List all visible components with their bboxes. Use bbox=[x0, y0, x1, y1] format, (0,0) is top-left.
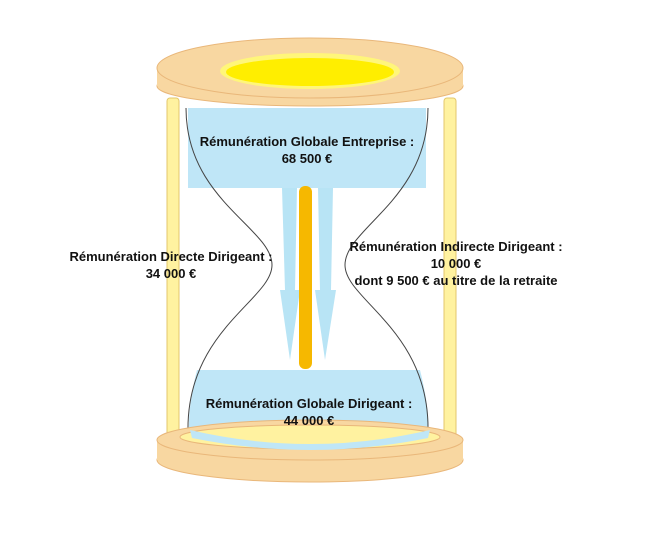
direct-pay-title: Rémunération Directe Dirigeant : bbox=[69, 249, 273, 264]
direct-pay-label: Rémunération Directe Dirigeant : 34 000 … bbox=[55, 248, 287, 282]
left-stream bbox=[280, 188, 300, 360]
central-flow-bar bbox=[299, 186, 312, 369]
bottom-water-surface bbox=[190, 430, 430, 450]
global-manager-label: Rémunération Globale Dirigeant : 44 000 … bbox=[188, 395, 430, 429]
upper-water-bulb bbox=[188, 108, 426, 188]
indirect-pay-label: Rémunération Indirecte Dirigeant : 10 00… bbox=[334, 238, 578, 289]
hourglass-glass-outline bbox=[185, 107, 273, 433]
right-stream bbox=[315, 188, 336, 360]
hourglass-glass-outline-right bbox=[344, 107, 429, 433]
indirect-pay-note: dont 9 500 € au titre de la retraite bbox=[354, 273, 558, 288]
indirect-pay-title: Rémunération Indirecte Dirigeant : bbox=[349, 239, 563, 254]
direct-pay-value: 34 000 € bbox=[145, 266, 197, 281]
global-company-title: Rémunération Globale Entreprise : bbox=[199, 134, 415, 149]
global-manager-value: 44 000 € bbox=[283, 413, 335, 428]
sun-disc bbox=[226, 58, 394, 86]
global-company-value: 68 500 € bbox=[281, 151, 333, 166]
indirect-pay-value: 10 000 € bbox=[430, 256, 482, 271]
global-manager-title: Rémunération Globale Dirigeant : bbox=[205, 396, 413, 411]
global-company-label: Rémunération Globale Entreprise : 68 500… bbox=[188, 133, 426, 167]
